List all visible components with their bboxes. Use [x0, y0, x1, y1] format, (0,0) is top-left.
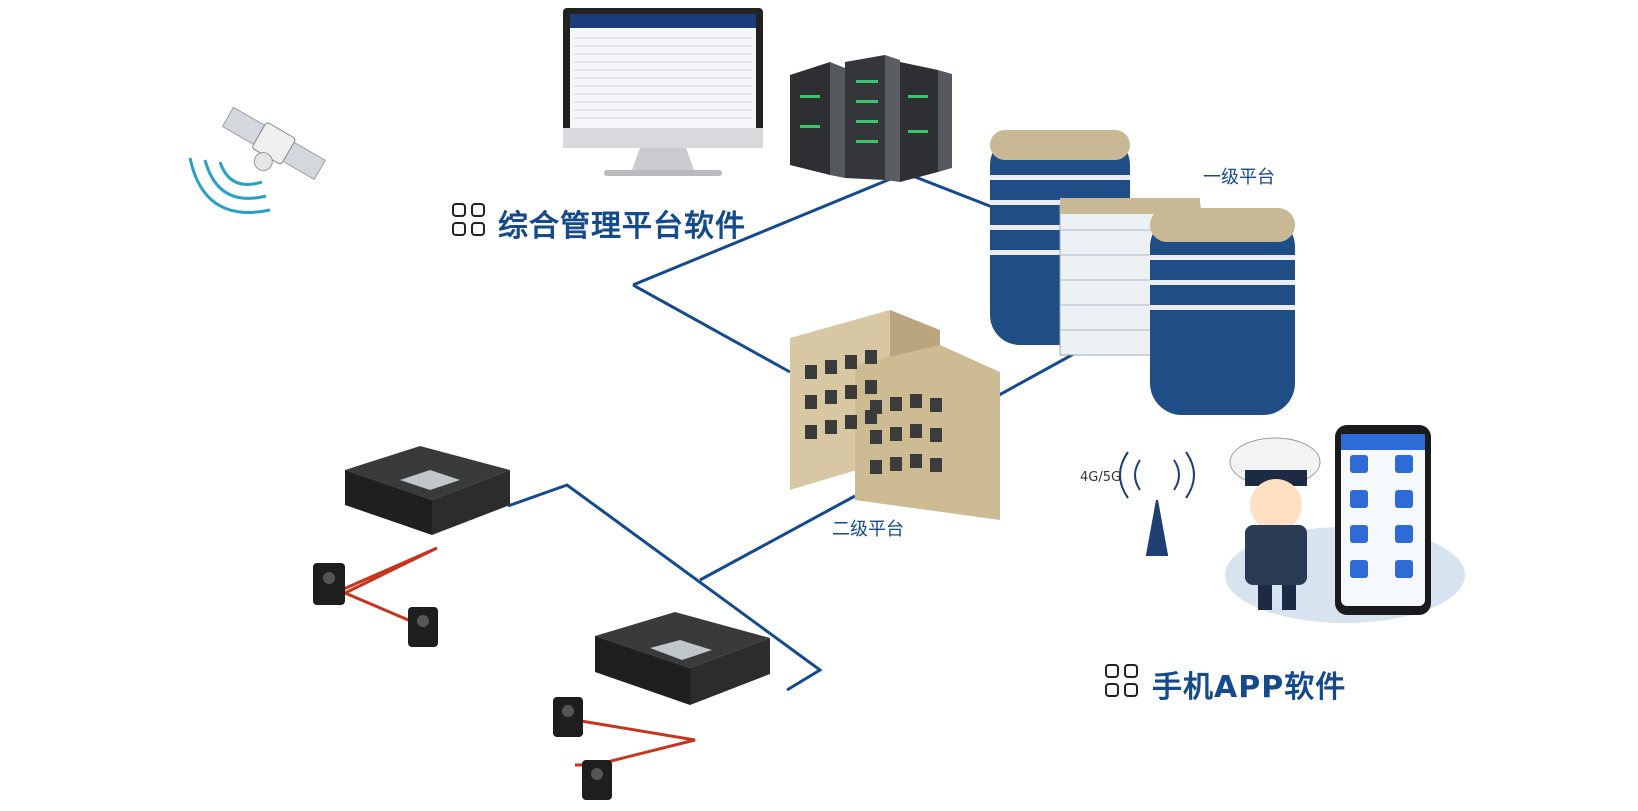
link-station1: [507, 483, 823, 692]
four-squares-icon: [452, 203, 488, 239]
camera-link-bottom: [574, 718, 696, 767]
monitor-icon: [563, 8, 763, 176]
charging-station-top: [345, 446, 510, 535]
satellite-signal: [188, 157, 271, 214]
level1-platform-label: 一级平台: [1203, 167, 1275, 188]
camera-link-top: [329, 546, 438, 630]
link-hub-to-level2: [632, 283, 791, 374]
charging-station-bottom: [595, 612, 770, 705]
police-officer-icon: [1229, 437, 1321, 610]
level1-building-icon: [990, 130, 1295, 415]
level2-platform-label: 二级平台: [832, 519, 904, 540]
body-camera-lens-icon: [323, 572, 603, 780]
four-squares-icon: [1105, 664, 1141, 700]
signal-tower-icon: [1119, 451, 1195, 556]
server-rack-icon: [790, 55, 952, 182]
network-label: 4G/5G: [1080, 470, 1122, 485]
monitor-table-rows: [574, 37, 752, 119]
management-software-title: 综合管理平台软件: [498, 209, 746, 244]
level2-building-icon: [790, 310, 1000, 520]
mobile-app-title: 手机APP软件: [1152, 670, 1347, 705]
satellite-icon: [221, 106, 326, 181]
link-level2-to-stations: [699, 494, 856, 582]
